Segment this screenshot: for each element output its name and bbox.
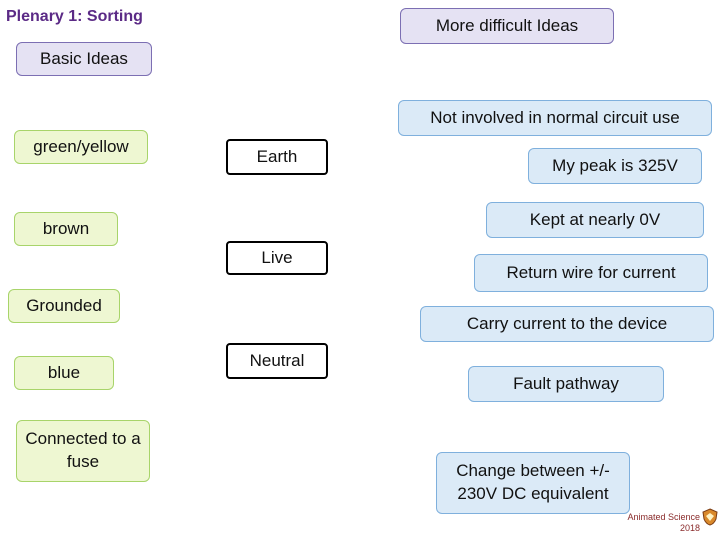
page-title: Plenary 1: Sorting xyxy=(6,8,143,25)
card-return-wire[interactable]: Return wire for current xyxy=(474,254,708,292)
card-earth[interactable]: Earth xyxy=(226,139,328,175)
more-difficult-ideas-label: More difficult Ideas xyxy=(400,8,614,44)
card-neutral[interactable]: Neutral xyxy=(226,343,328,379)
card-live[interactable]: Live xyxy=(226,241,328,275)
animated-science-logo: Animated Science 2018 xyxy=(627,507,718,535)
card-not-involved[interactable]: Not involved in normal circuit use xyxy=(398,100,712,136)
card-carry-current[interactable]: Carry current to the device xyxy=(420,306,714,342)
shield-icon xyxy=(702,507,718,526)
card-kept-near-0v[interactable]: Kept at nearly 0V xyxy=(486,202,704,238)
card-grounded[interactable]: Grounded xyxy=(8,289,120,323)
card-green-yellow[interactable]: green/yellow xyxy=(14,130,148,164)
logo-line-2: 2018 xyxy=(679,522,700,533)
card-connected-to-fuse[interactable]: Connected to a fuse xyxy=(16,420,150,482)
card-peak-325v[interactable]: My peak is 325V xyxy=(528,148,702,184)
card-fault-pathway[interactable]: Fault pathway xyxy=(468,366,664,402)
basic-ideas-label: Basic Ideas xyxy=(16,42,152,76)
card-blue[interactable]: blue xyxy=(14,356,114,390)
logo-line-1: Animated Science xyxy=(627,511,700,522)
card-brown[interactable]: brown xyxy=(14,212,118,246)
card-change-between[interactable]: Change between +/- 230V DC equivalent xyxy=(436,452,630,514)
